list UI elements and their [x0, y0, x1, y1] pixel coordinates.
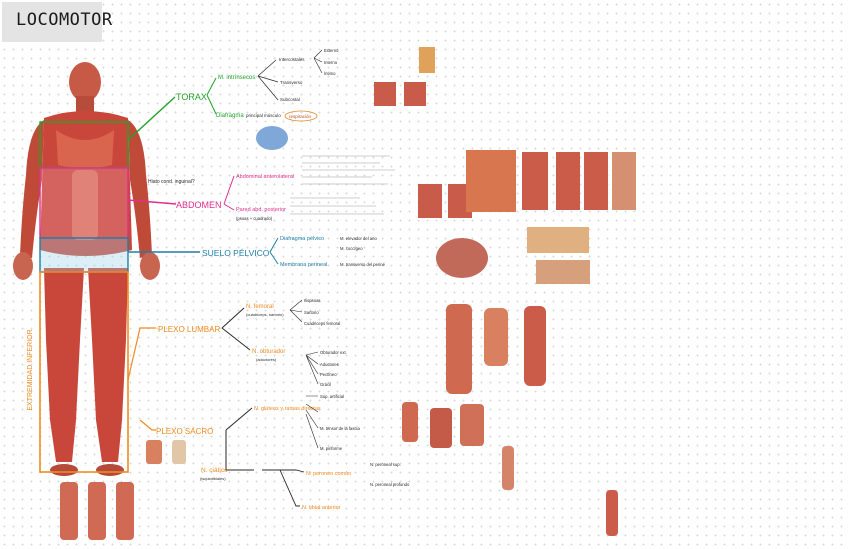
diafragma-note: principal músculo: [246, 113, 281, 118]
node-n-femoral-sub: (cuádriceps, sartorio): [246, 312, 284, 317]
node-membrana-perineal: Membrana perineal: [280, 262, 327, 268]
figure-foot-right: [50, 464, 78, 476]
sacro-thumbnails: [146, 402, 618, 536]
node-n-ciatico-sub: (isquiotibiales): [200, 476, 226, 481]
node-n-femoral: N. femoral: [246, 304, 274, 310]
diafragma-tag-outline: [284, 110, 318, 122]
node-intercostales: Intercostales: [279, 57, 305, 62]
abdomen-hiatus-note: Hiato cond. inguinal?: [148, 179, 195, 185]
node-n-obturador-sub: (aductores): [256, 357, 277, 362]
node-posterior: Pared abd. posterior: [236, 207, 286, 213]
page-title: LOCOMOTOR: [16, 10, 113, 30]
node-tensor-fascia: M. tensor de la fascia: [320, 426, 360, 431]
node-anterolateral: Abdominal anterolateral: [236, 174, 294, 180]
label-extremidad-inferior: EXTREMIDAD INFERIOR: [27, 329, 34, 410]
connector-gluteos: [305, 395, 319, 449]
node-subcostal: Subcostal: [280, 97, 300, 102]
figure-hand-right: [13, 252, 33, 280]
node-gracil: Grácil: [320, 382, 331, 387]
node-transverso-perine: M. transverso del periné: [340, 262, 386, 267]
figure-arm-left: [128, 120, 152, 258]
node-sartorio: Sartorio: [304, 310, 319, 315]
node-n-obturador: N. obturador: [252, 349, 285, 355]
abdomen-thumbnails: [418, 150, 636, 218]
muscle-figure: [13, 62, 160, 476]
region-box-extremidad: [39, 271, 129, 473]
figure-arm-right: [20, 120, 44, 258]
thumb-thorax-1: [374, 82, 396, 106]
connector-lumbar-split: [221, 307, 251, 351]
connector-torax: [127, 96, 176, 141]
connector-plexo-sacro: [139, 419, 156, 431]
node-sup-artificial: Sup. artificial: [320, 394, 344, 399]
node-elevador: M. elevador del ano: [340, 236, 377, 241]
figure-leg-left: [88, 268, 128, 462]
region-box-abdomen: [39, 167, 129, 239]
thumb-intercostal: [419, 47, 435, 73]
lumbar-thumbnails: [446, 304, 546, 394]
figure-foot-left: [96, 464, 124, 476]
figure-head: [69, 62, 101, 102]
connector-abdomen-split: [223, 175, 235, 211]
connector-torax-split: [206, 77, 217, 115]
node-n-peroneo: N. peroneo común: [306, 471, 351, 477]
node-pectineo: Pectíneo: [320, 372, 337, 377]
node-coccigeo: M. coccígeo: [340, 246, 363, 251]
node-n-gluteos: N. glúteos y ramas directas: [254, 406, 321, 412]
connector-sacro-split: [225, 407, 254, 471]
node-abdomen: ABDOMEN: [176, 200, 222, 210]
connector-intercostales: [313, 49, 323, 74]
thumb-thorax-2: [404, 82, 426, 106]
connector-obturador: [305, 351, 319, 385]
node-n-tibial: N. tibial anterior: [302, 505, 341, 511]
abdomen-detail-lines: [290, 155, 395, 215]
connector-ciatico: [262, 469, 305, 507]
title-box: LOCOMOTOR: [2, 2, 112, 42]
connector-plexo-lumbar: [127, 327, 156, 381]
node-peroneo-sup: N. peroneal sup.: [370, 462, 401, 467]
node-posterior-sub: (psoas + cuadrado): [236, 216, 273, 221]
node-piriforme: M. piriforme: [320, 446, 343, 451]
figure-pectorals: [56, 130, 114, 169]
node-plexo-sacro: PLEXO SACRO: [156, 427, 213, 436]
node-peroneo-prof: N. peroneal profundo: [370, 482, 410, 487]
node-diafragma: Diafragma: [216, 113, 244, 119]
connector-suelo-split: [269, 237, 279, 265]
connector-femoral: [289, 299, 303, 323]
leg-thumbnails: [60, 482, 134, 540]
region-box-suelo: [39, 237, 129, 273]
node-externo: Externo: [324, 48, 339, 53]
figure-neck: [76, 96, 94, 114]
node-obturador-ext: Obturador ext.: [320, 350, 347, 355]
connector-intrinsecos: [257, 59, 279, 101]
node-interno: Interno: [324, 60, 338, 65]
connector-abdomen: [127, 199, 177, 205]
figure-leg-right: [44, 268, 84, 462]
node-aductores: Aductores: [320, 362, 339, 367]
node-cuadriceps: Cuádriceps femoral: [304, 321, 340, 326]
figure-abs: [72, 170, 98, 240]
figure-hand-left: [140, 252, 160, 280]
node-diafragma-pelvico: Diafragma pélvico: [280, 236, 324, 242]
node-iliopsoas: Iliopsoas: [304, 298, 321, 303]
node-torax: TORAX: [176, 92, 207, 102]
node-n-ciatico: N. ciático: [201, 467, 228, 474]
node-plexo-lumbar: PLEXO LUMBAR: [158, 325, 220, 334]
node-suelo: SUELO PÉLVICO: [202, 248, 270, 258]
thumb-diafragma: [256, 126, 288, 150]
node-intimo: Íntimo: [324, 71, 336, 76]
node-transverso: Transverso: [280, 80, 303, 85]
suelo-thumbnails: [436, 227, 590, 284]
diafragma-tag: respiración: [289, 114, 312, 119]
node-intrinsecos: M. intrínsecos: [218, 75, 255, 81]
